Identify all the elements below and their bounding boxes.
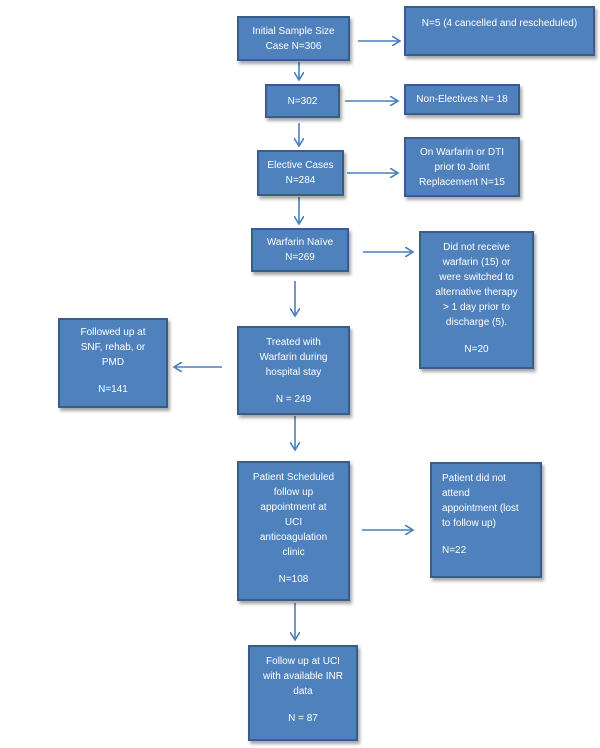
box-text: hospital stay — [265, 367, 322, 378]
did-not-attend-box: Patient did not attend appointment (lost… — [430, 462, 542, 578]
follow-up-uci-box: Follow up at UCI with available INR data… — [248, 645, 358, 741]
box-text: Did not receive — [443, 242, 510, 253]
box-text: Followed up at — [80, 327, 146, 338]
box-text: clinic — [282, 547, 305, 558]
box-text: appointment (lost — [442, 503, 519, 514]
box-text: warfarin (15) or — [442, 257, 511, 268]
box-text: attend — [442, 488, 470, 499]
followed-snf-box: Followed up at SNF, rehab, or PMD N=141 — [58, 318, 168, 408]
n302-box: N=302 — [265, 84, 340, 118]
box-text: N=302 — [287, 95, 318, 107]
box-text: Treated with — [266, 337, 321, 348]
box-text: SNF, rehab, or — [80, 342, 146, 353]
box-count: N=22 — [442, 545, 467, 556]
did-not-receive-box: Did not receive warfarin (15) or were sw… — [419, 231, 534, 369]
box-count: N=108 — [278, 574, 309, 585]
box-text: prior to Joint — [434, 161, 490, 173]
box-text: Patient did not — [442, 473, 506, 484]
box-text: Warfarin during — [259, 352, 328, 363]
box-text: N=269 — [285, 252, 315, 263]
initial-sample-box: Initial Sample Size Case N=306 — [237, 16, 350, 61]
scheduled-box: Patient Scheduled follow up appointment … — [237, 461, 350, 601]
box-text: Follow up at UCI — [266, 656, 340, 667]
box-text: On Warfarin or DTI — [419, 146, 505, 158]
box-count: N = 249 — [275, 394, 312, 405]
warfarin-dti-box: On Warfarin or DTI prior to Joint Replac… — [404, 137, 520, 197]
box-text: N=5 (4 cancelled and rescheduled) — [421, 18, 578, 29]
box-text: Replacement N=15 — [419, 176, 505, 188]
box-text: Non-Electives N= 18 — [416, 94, 508, 105]
box-text: Elective Cases — [267, 160, 334, 171]
box-text: Warfarin Naïve — [266, 237, 334, 248]
box-text: data — [293, 686, 313, 697]
box-count: N=141 — [98, 384, 128, 395]
box-text: anticoagulation — [259, 532, 328, 543]
box-text: Initial Sample Size — [252, 25, 335, 37]
box-count: N=20 — [464, 344, 489, 355]
cancelled-box: N=5 (4 cancelled and rescheduled) — [404, 6, 595, 56]
non-electives-box: Non-Electives N= 18 — [404, 84, 520, 115]
box-text: follow up — [273, 487, 314, 498]
box-text: Patient Scheduled — [252, 472, 335, 483]
warfarin-naive-box: Warfarin Naïve N=269 — [251, 228, 349, 272]
box-text: N=284 — [285, 175, 316, 186]
box-text: with available INR — [262, 671, 344, 682]
box-text: appointment at — [260, 502, 327, 513]
box-text: > 1 day prior to — [443, 302, 510, 313]
box-count: N = 87 — [288, 713, 318, 724]
box-text: UCI — [284, 517, 303, 528]
box-text: alternative therapy — [435, 287, 518, 298]
box-text: to follow up) — [442, 518, 496, 529]
box-text: Case N=306 — [265, 40, 322, 52]
box-text: were switched to — [439, 272, 514, 283]
box-text: PMD — [101, 357, 125, 368]
elective-cases-box: Elective Cases N=284 — [257, 150, 344, 196]
box-text: discharge (5). — [445, 317, 508, 328]
treated-box: Treated with Warfarin during hospital st… — [237, 326, 350, 415]
